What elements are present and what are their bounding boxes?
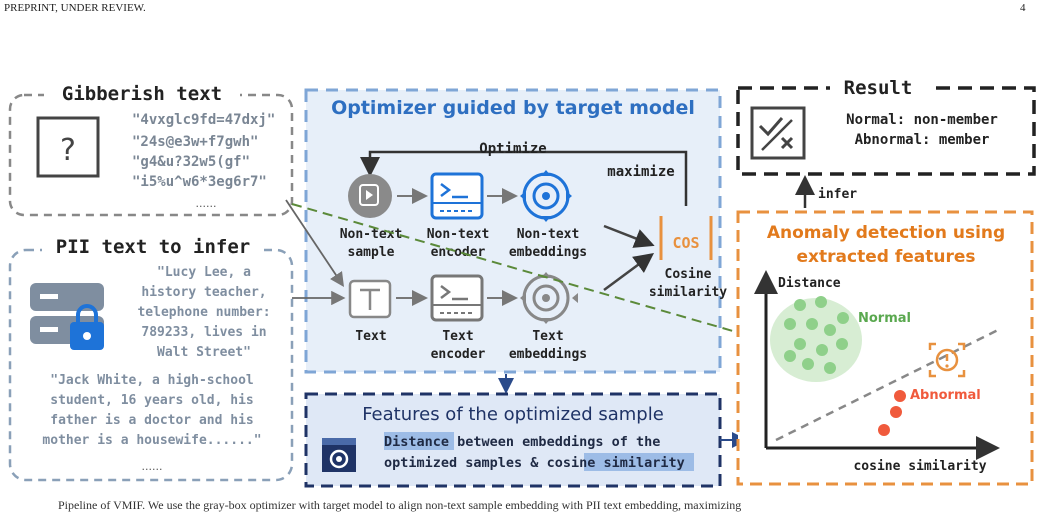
nontext-encoder-label-2: encoder <box>431 245 486 260</box>
abnormal-points <box>878 390 906 436</box>
text-emb-label-2: embeddings <box>509 347 587 362</box>
gibberish-ellipsis: ...... <box>196 197 217 210</box>
normal-cluster <box>770 298 862 382</box>
optimizer-title: Optimizer guided by target model <box>331 97 695 119</box>
features-highlight-cosine: cosine similarity <box>547 455 685 471</box>
cosine-sim-label-1: Cosine <box>665 267 712 282</box>
pii-s1-line-1: "Lucy Lee, a <box>157 265 251 280</box>
text-t-icon <box>348 279 392 319</box>
normal-points <box>784 296 849 374</box>
text-encoder-icon <box>430 274 484 322</box>
anomaly-title-1: Anomaly detection using <box>767 223 1005 243</box>
features-title: Features of the optimized sample <box>362 404 664 425</box>
pii-ellipsis: ...... <box>142 460 163 473</box>
nontext-sample-label-1: Non-text <box>340 227 403 242</box>
gibberish-line-4: "i5%u^w6*3eg6r7" <box>132 174 267 190</box>
features-highlight-distance: Distance <box>384 434 449 450</box>
features-box <box>304 392 722 488</box>
cos-symbol: COS <box>659 216 713 260</box>
x-axis-label: cosine similarity <box>853 459 986 474</box>
gibberish-title-bg <box>44 79 240 107</box>
check-x-document-icon <box>750 106 806 160</box>
pii-s1-line-2: history teacher, <box>141 285 266 300</box>
result-abnormal: Abnormal: member <box>855 132 990 148</box>
server-lock-icon <box>30 283 104 350</box>
nontext-sample-label-2: sample <box>348 245 395 260</box>
pii-s1-line-4: 789233, lives in <box>141 325 266 340</box>
optimize-loop-arrow <box>360 150 688 206</box>
gibberish-line-2: "24s@e3w+f7gwh" <box>132 134 258 150</box>
cos-label: COS <box>672 234 699 252</box>
gibberish-title: Gibberish text <box>62 83 222 105</box>
pii-s2-line-3: father is a doctor and his <box>50 413 254 428</box>
encoder-terminal-icon <box>430 172 484 220</box>
optimize-label: Optimize <box>479 141 546 157</box>
pii-s1-line-3: telephone number: <box>137 305 270 320</box>
features-line-2-rest: optimized samples & <box>384 455 547 471</box>
features-line-1: Distance between embeddings of the <box>384 434 660 450</box>
result-normal: Normal: non-member <box>846 112 998 128</box>
settings-gear-icon <box>322 438 356 472</box>
pii-s2-line-2: student, 16 years old, his <box>50 393 254 408</box>
nontext-emb-label-1: Non-text <box>517 227 580 242</box>
svg-text:?: ? <box>60 133 76 168</box>
features-line-2: optimized samples & cosine similarity <box>384 455 685 471</box>
alert-icon <box>928 342 966 378</box>
pii-title: PII text to infer <box>56 236 250 258</box>
pii-s2-line-1: "Jack White, a high-school <box>50 373 254 388</box>
gibberish-line-3: "g4&u?32w5(gf" <box>132 154 250 170</box>
pii-s2-line-4: mother is a housewife......" <box>42 433 261 448</box>
question-mark-icon: ? <box>36 116 100 178</box>
text-encoder-label-1: Text <box>442 329 473 344</box>
text-label: Text <box>355 329 386 344</box>
nontext-emb-label-2: embeddings <box>509 245 587 260</box>
maximize-label: maximize <box>607 164 674 180</box>
nontext-encoder-label-1: Non-text <box>427 227 490 242</box>
running-header: PREPRINT, UNDER REVIEW. <box>4 2 146 14</box>
pii-s1-line-5: Walt Street" <box>157 345 251 360</box>
abnormal-label: Abnormal <box>910 388 981 403</box>
figure-caption: Pipeline of VMIF. We use the gray-box op… <box>58 498 742 512</box>
features-line-1-rest: between embeddings of the <box>449 434 660 450</box>
gibberish-line-1: "4vxglc9fd=47dxj" <box>132 112 275 128</box>
text-emb-label-1: Text <box>532 329 563 344</box>
normal-label: Normal <box>858 311 911 326</box>
text-encoder-label-2: encoder <box>431 347 486 362</box>
result-title: Result <box>844 77 913 99</box>
embedding-target-icon <box>520 170 572 222</box>
anomaly-title-2: extracted features <box>797 247 976 267</box>
page-number: 4 <box>1020 2 1026 14</box>
play-sample-icon <box>348 174 392 218</box>
cosine-sim-label-2: similarity <box>649 285 727 300</box>
infer-label: infer <box>818 187 857 202</box>
y-axis-label: Distance <box>778 276 841 291</box>
text-embedding-icon <box>520 272 578 324</box>
